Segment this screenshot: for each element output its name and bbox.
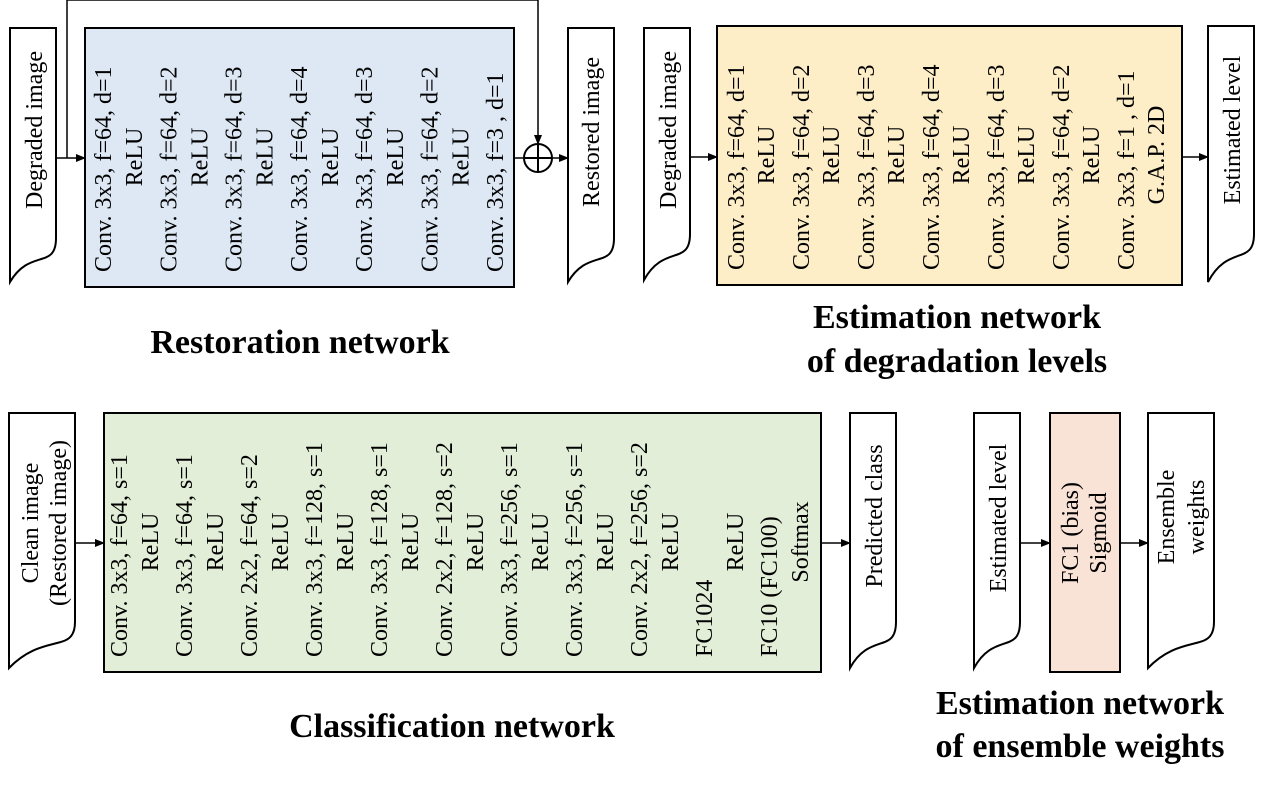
classification-output-label: Predicted class <box>862 444 888 587</box>
degradation-layer-3-activation: ReLU <box>884 126 910 185</box>
degradation-layer-2-activation: ReLU <box>819 126 845 185</box>
classification-layer-9-op: Conv. 2x2, f=256, s=2 <box>627 442 653 657</box>
restoration-layer-5-op: Conv. 3x3, f=64, d=3 <box>352 66 378 272</box>
classification-layer-1-op: Conv. 3x3, f=64, s=1 <box>107 454 133 657</box>
classification-layer-3-op: Conv. 2x2, f=64, s=2 <box>237 454 263 657</box>
classification-network: Clean image (Restored image) Conv. 3x3, … <box>8 412 897 745</box>
ensemble-layer-label-line2: Sigmoid <box>1086 492 1112 573</box>
classification-layer-9-activation: ReLU <box>658 513 684 572</box>
ensemble-network-title-line2: of ensemble weights <box>936 728 1225 765</box>
restoration-layer-6-activation: ReLU <box>449 128 475 187</box>
degradation-layer-6-activation: ReLU <box>1079 126 1105 185</box>
classification-layer-10-op: FC1024 <box>692 580 718 657</box>
classification-network-title: Classification network <box>289 708 615 745</box>
ensemble-layer-box <box>1049 412 1121 673</box>
restoration-input-document <box>9 27 57 286</box>
restoration-layer-3-activation: ReLU <box>253 128 279 187</box>
ensemble-layer-label-line1: FC1 (bias) <box>1058 482 1084 584</box>
restoration-layers-box <box>84 27 515 288</box>
degradation-layers-box <box>716 25 1183 286</box>
classification-layer-4-activation: ReLU <box>333 513 359 572</box>
restoration-layer-5-activation: ReLU <box>383 128 409 187</box>
degradation-layer-3-op: Conv. 3x3, f=64, d=3 <box>854 64 880 270</box>
restoration-output-label: Restored image <box>579 57 605 207</box>
classification-layer-5-op: Conv. 3x3, f=128, s=1 <box>367 442 393 657</box>
restoration-input-label: Degraded image <box>22 51 48 209</box>
degradation-layer-4-activation: ReLU <box>949 126 975 185</box>
restoration-layer-2-op: Conv. 3x3, f=64, d=2 <box>156 66 182 272</box>
ensemble-input-document <box>973 412 1021 672</box>
degradation-layer-5-op: Conv. 3x3, f=64, d=3 <box>984 64 1010 270</box>
restoration-output-document <box>567 27 615 286</box>
classification-layer-4-op: Conv. 3x3, f=128, s=1 <box>302 442 328 657</box>
classification-layer-1-activation: ReLU <box>138 513 164 572</box>
degradation-network-title-line1: Estimation network <box>813 299 1101 336</box>
classification-layer-6-activation: ReLU <box>463 513 489 572</box>
degradation-layer-1-activation: ReLU <box>754 126 780 185</box>
classification-layer-11-activation: Softmax <box>788 501 814 582</box>
degradation-layer-1-op: Conv. 3x3, f=64, d=1 <box>724 64 750 270</box>
degradation-input-label: Degraded image <box>656 51 682 209</box>
classification-layers-box <box>103 412 822 673</box>
classification-input-label-line2: (Restored image) <box>46 440 72 606</box>
ensemble-input-label: Estimated level <box>986 443 1012 592</box>
degradation-layer-7-activation: G.A.P. 2D <box>1144 106 1170 205</box>
classification-output-document <box>849 412 897 672</box>
degradation-input-document <box>643 27 691 284</box>
degradation-network-title-line2: of degradation levels <box>807 343 1107 380</box>
skip-connection-line <box>66 0 542 158</box>
degradation-layer-2-op: Conv. 3x3, f=64, d=2 <box>789 64 815 270</box>
ensemble-output-label-line1: Ensemble <box>1154 470 1180 565</box>
degradation-layer-7-op: Conv. 3x3, f=1 , d=1 <box>1114 70 1140 270</box>
degradation-layer-4-op: Conv. 3x3, f=64, d=4 <box>919 64 945 270</box>
degradation-layer-6-op: Conv. 3x3, f=64, d=2 <box>1049 64 1075 270</box>
classification-layer-7-activation: ReLU <box>528 513 554 572</box>
ensemble-estimation-network: Estimated level FC1 (bias) Sigmoid Ensem… <box>936 412 1225 765</box>
classification-layer-2-activation: ReLU <box>203 513 229 572</box>
degradation-layer-5-activation: ReLU <box>1014 126 1040 185</box>
degradation-output-label: Estimated level <box>1220 55 1246 204</box>
classification-input-document <box>8 412 76 671</box>
ensemble-network-title-line1: Estimation network <box>936 685 1224 722</box>
ensemble-output-label-line2: weights <box>1184 480 1210 555</box>
degradation-output-document <box>1207 25 1255 283</box>
classification-input-label-line1: Clean image <box>18 463 44 584</box>
residual-add-icon <box>523 143 553 173</box>
restoration-layer-2-activation: ReLU <box>187 128 213 187</box>
restoration-layer-4-activation: ReLU <box>318 128 344 187</box>
restoration-layer-7-op: Conv. 3x3, f=3 , d=1 <box>483 72 509 272</box>
ensemble-output-document <box>1147 412 1215 671</box>
classification-layer-6-op: Conv. 2x2, f=128, s=2 <box>432 442 458 657</box>
classification-layer-2-op: Conv. 3x3, f=64, s=1 <box>172 454 198 657</box>
classification-layer-5-activation: ReLU <box>398 513 424 572</box>
restoration-layer-4-op: Conv. 3x3, f=64, d=4 <box>287 66 313 272</box>
restoration-layer-3-op: Conv. 3x3, f=64, d=3 <box>222 66 248 272</box>
restoration-layer-1-activation: ReLU <box>122 128 148 187</box>
classification-layer-10-activation: ReLU <box>723 513 749 572</box>
restoration-network-title: Restoration network <box>150 324 449 361</box>
classification-layer-11-op: FC10 (FC100) <box>757 516 783 657</box>
classification-layer-7-op: Conv. 3x3, f=256, s=1 <box>497 442 523 657</box>
restoration-layer-6-op: Conv. 3x3, f=64, d=2 <box>418 66 444 272</box>
classification-layer-3-activation: ReLU <box>268 513 294 572</box>
classification-layer-8-op: Conv. 3x3, f=256, s=1 <box>562 442 588 657</box>
classification-layer-8-activation: ReLU <box>593 513 619 572</box>
restoration-layer-1-op: Conv. 3x3, f=64, d=1 <box>91 66 117 272</box>
